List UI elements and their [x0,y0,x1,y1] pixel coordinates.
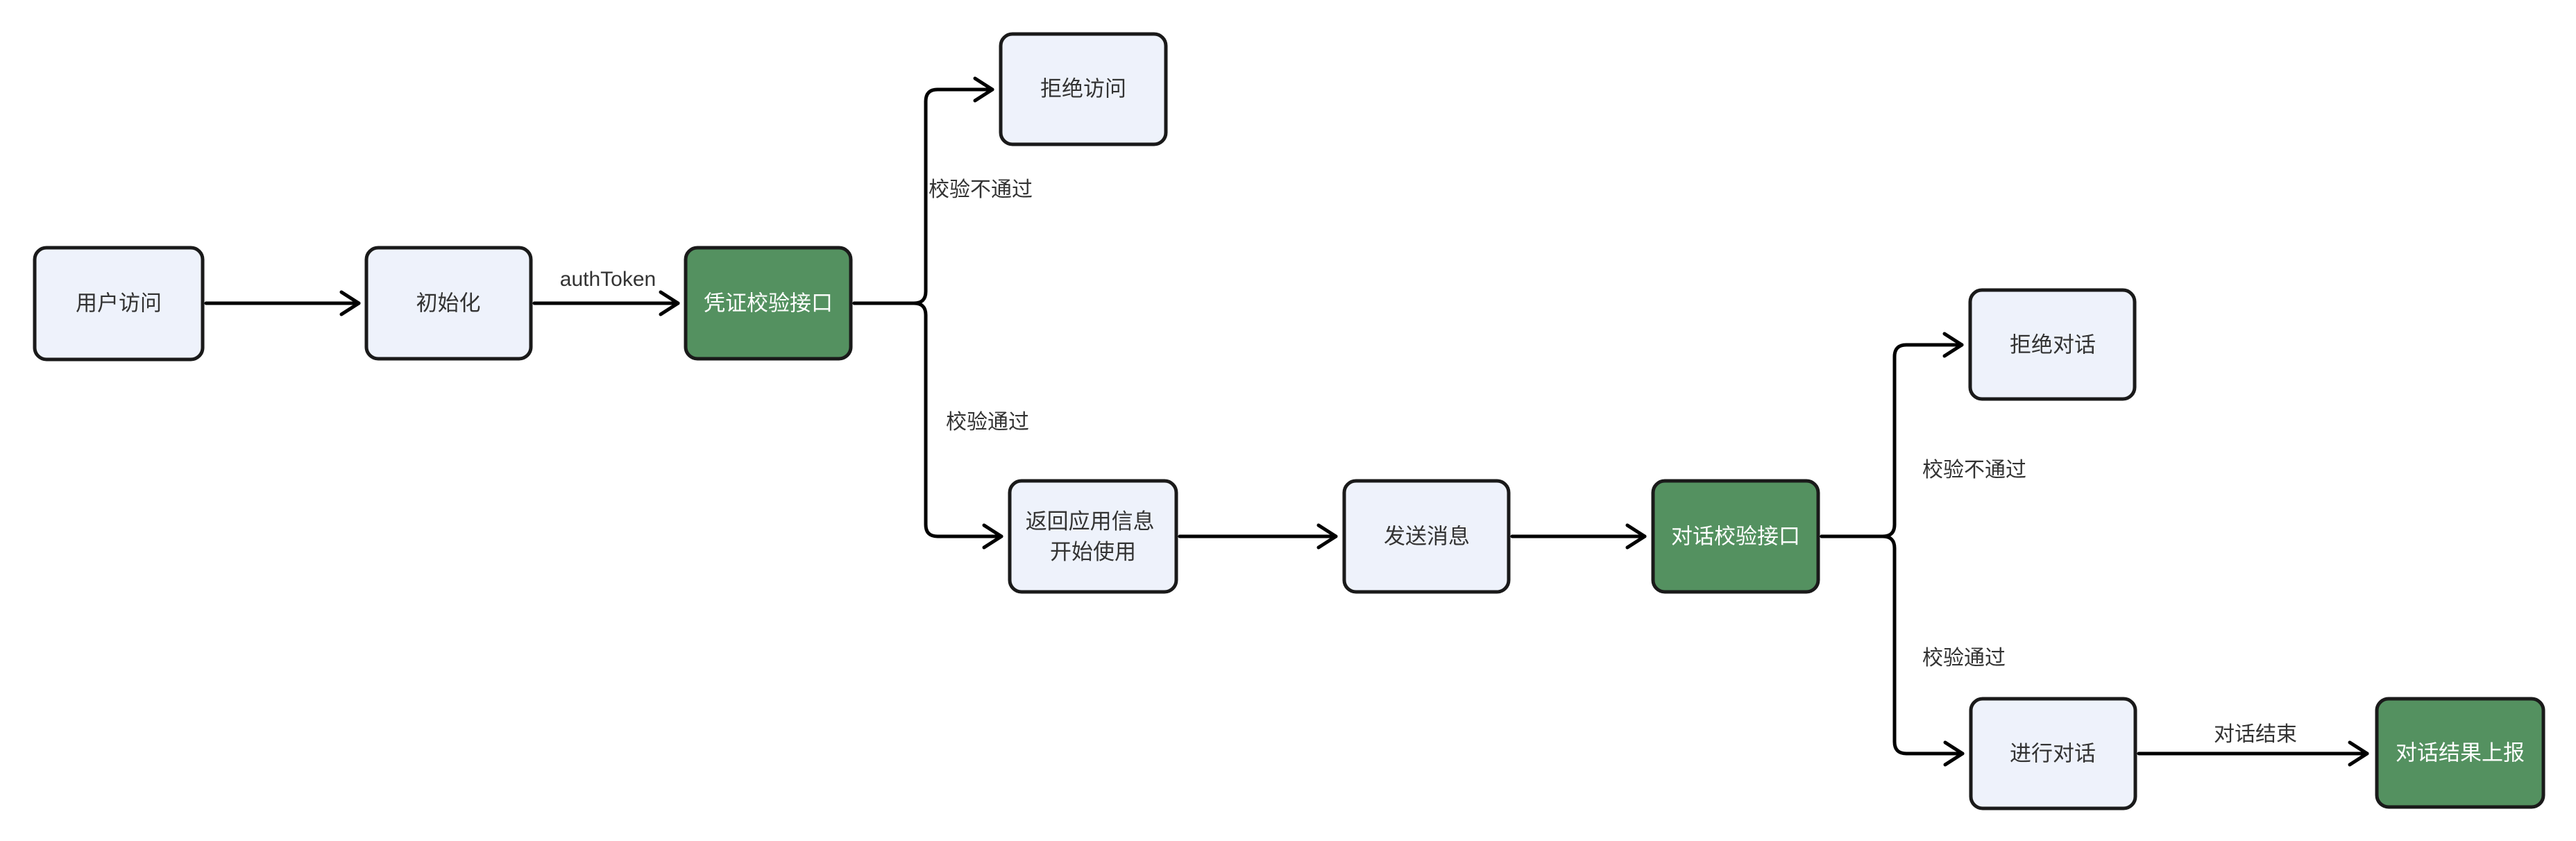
edge-label-dialog-end: 对话结束 [2214,723,2297,746]
node-conduct-dialog-label: 进行对话 [2010,742,2096,766]
node-return-app-info-line2: 开始使用 [1050,540,1136,564]
node-return-app-info-label: 返回应用信息 开始使用 [1026,509,1161,564]
node-return-app-info-box [1008,479,1178,594]
node-deny-dialog: 拒绝对话 [1968,288,2137,401]
node-init-label: 初始化 [416,291,481,316]
node-conduct-dialog-box [1969,697,2137,810]
node-dialog-verify-api-box [1651,479,1820,594]
node-user-access: 用户访问 [33,246,205,362]
edge-label-verify-pass-2: 校验通过 [1922,647,2006,670]
node-user-access-box [33,246,205,362]
node-deny-access: 拒绝访问 [999,32,1168,146]
edge-label-verify-pass-1: 校验通过 [946,411,1029,434]
node-init-box [364,246,533,361]
edge-dialog-verify-to-deny-dialog [1820,332,1964,538]
node-deny-access-box [999,32,1168,146]
node-credential-verify-api-label: 凭证校验接口 [704,291,833,316]
node-deny-dialog-label: 拒绝对话 [2010,333,2096,357]
node-dialog-verify-api-label: 对话校验接口 [1671,525,1800,549]
node-init: 初始化 [364,246,533,361]
node-return-app-info: 返回应用信息 开始使用 [1008,479,1178,594]
node-conduct-dialog: 进行对话 [1969,697,2137,810]
node-send-message-box [1342,479,1511,594]
edge-label-verify-fail-2: 校验不通过 [1922,459,2026,482]
edge-label-verify-fail-1: 校验不通过 [929,178,1033,201]
node-report-dialog-result-label: 对话结果上报 [2396,741,2525,765]
edge-credential-verify-to-return-app-info [852,301,1003,550]
node-send-message-label: 发送消息 [1384,525,1470,549]
node-deny-dialog-box [1968,288,2137,401]
node-report-dialog-result: 对话结果上报 [2375,697,2545,809]
node-report-dialog-result-box [2375,697,2545,809]
node-credential-verify-api-box [684,246,853,361]
edge-label-authtoken: authToken [560,268,656,291]
node-user-access-label: 用户访问 [76,291,162,316]
edge-dialog-verify-to-conduct-dialog [1820,534,1965,767]
node-return-app-info-line1: 返回应用信息 [1026,509,1155,534]
node-send-message: 发送消息 [1342,479,1511,594]
node-credential-verify-api: 凭证校验接口 [684,246,853,361]
node-dialog-verify-api: 对话校验接口 [1651,479,1820,594]
node-deny-access-label: 拒绝访问 [1040,77,1126,101]
